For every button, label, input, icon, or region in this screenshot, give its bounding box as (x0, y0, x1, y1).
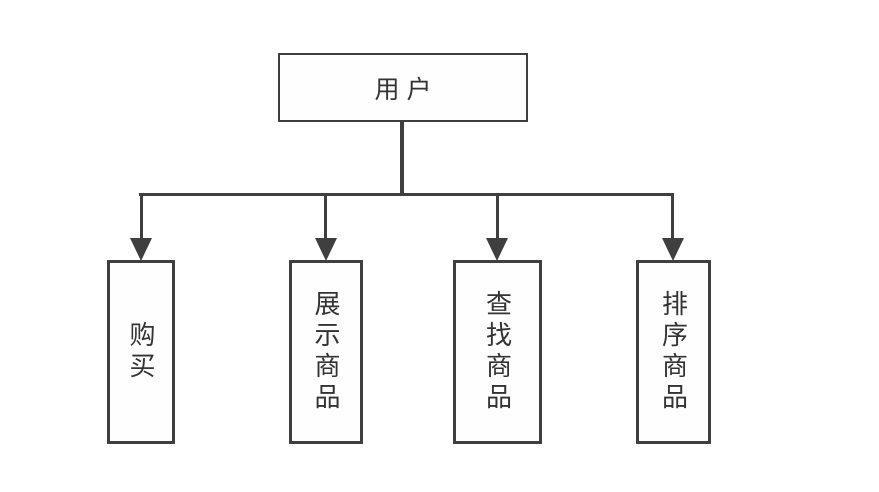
connector-drop-sort (671, 195, 674, 239)
node-search-products-label: 查找商品 (482, 290, 513, 414)
arrow-down-icon (662, 238, 684, 261)
arrow-down-icon (130, 238, 152, 261)
arrow-down-icon (315, 238, 337, 261)
connector-horizontal-bar (139, 193, 674, 196)
connector-drop-buy (140, 195, 143, 239)
node-buy: 购买 (107, 260, 175, 444)
node-buy-label: 购买 (126, 321, 156, 383)
arrow-down-icon (486, 238, 508, 261)
connector-root-stem (400, 121, 404, 196)
node-user: 用户 (278, 53, 528, 122)
connector-drop-search (496, 195, 499, 239)
node-display-products: 展示商品 (289, 260, 363, 444)
connector-drop-display (324, 195, 327, 239)
node-user-label: 用户 (374, 75, 439, 104)
node-display-products-label: 展示商品 (311, 290, 341, 414)
node-sort-products: 排序商品 (636, 260, 711, 444)
node-search-products: 查找商品 (453, 260, 542, 444)
node-sort-products-label: 排序商品 (658, 290, 689, 414)
